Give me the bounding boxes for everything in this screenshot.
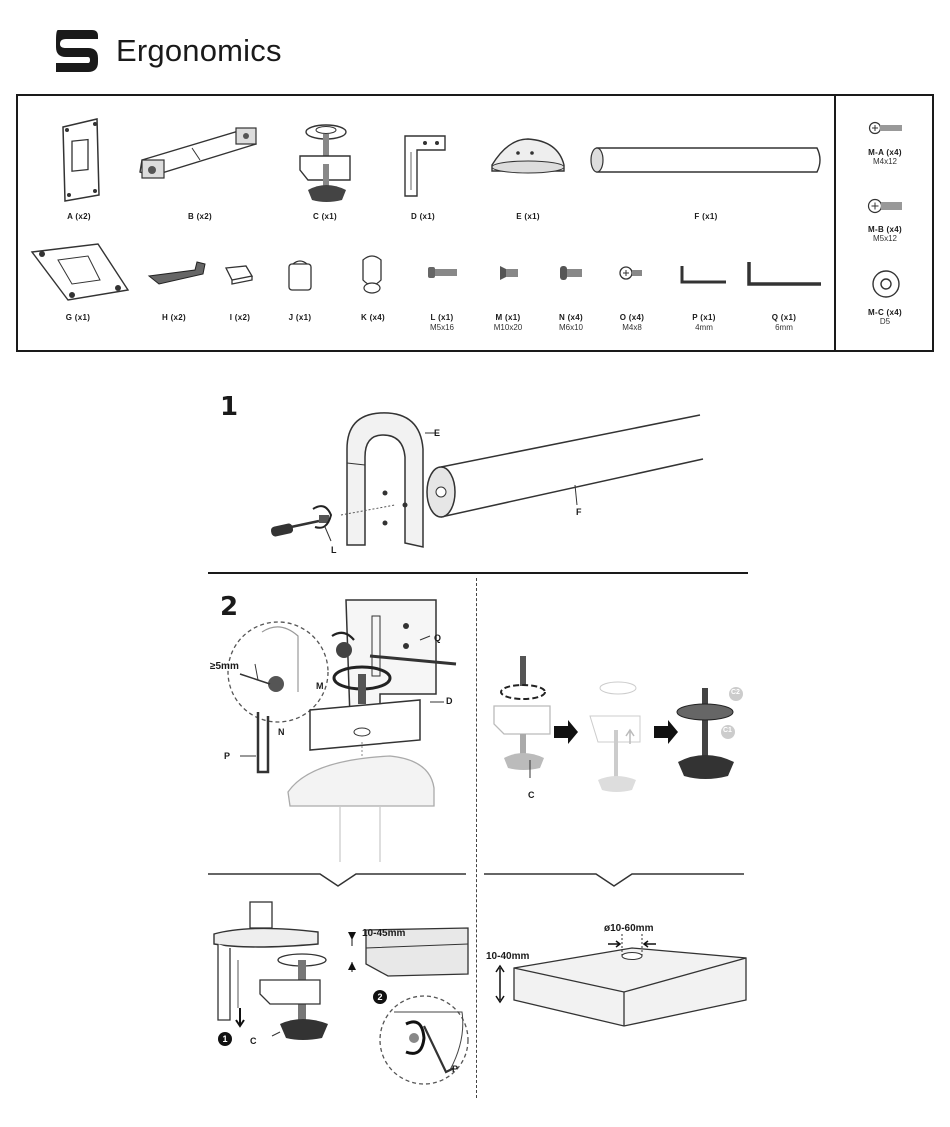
part-q-spec: 6mm	[744, 323, 824, 332]
part-o-label: O (x4)	[592, 313, 672, 322]
parts-divider	[834, 94, 836, 352]
part-h-hook	[145, 258, 215, 288]
brand-logo-icon	[52, 26, 102, 76]
part-q-label: Q (x1)	[744, 313, 824, 322]
part-ma-screw	[868, 120, 904, 136]
part-mb-screw	[868, 197, 904, 215]
step-3-substep-1-badge: 1	[218, 1032, 232, 1046]
step-1-callout-f: F	[576, 507, 582, 517]
part-mc-label: M-C (x4)	[845, 308, 925, 317]
part-a-vesa-plate	[55, 115, 105, 205]
part-ma-label: M-A (x4)	[845, 148, 925, 157]
step-3-grommet-illustration	[484, 930, 746, 1030]
step-1-number: 1	[220, 392, 238, 422]
part-j-clip	[283, 256, 318, 296]
step-2-right-illustration	[490, 650, 750, 800]
part-k-label: K (x4)	[333, 313, 413, 322]
part-i-cap	[222, 262, 257, 287]
step-3-hole-diameter: ø10-60mm	[604, 923, 653, 934]
part-q-hex-key	[745, 258, 825, 290]
part-f-label: F (x1)	[666, 212, 746, 221]
part-ma-spec: M4x12	[845, 157, 925, 166]
part-p-hex-key	[678, 262, 730, 288]
step-2-callout-m: M	[316, 681, 324, 691]
part-mc-spec: D5	[845, 317, 925, 326]
step-2-callout-d: D	[446, 696, 453, 706]
part-d-label: D (x1)	[383, 212, 463, 221]
section-chevron-lines	[208, 868, 748, 890]
step-2-callout-c1: C1	[723, 727, 732, 734]
part-e-base	[488, 135, 568, 180]
part-g-label: G (x1)	[38, 313, 118, 322]
part-e-label: E (x1)	[488, 212, 568, 221]
part-o-screw	[618, 264, 644, 282]
part-n-screw	[558, 264, 584, 282]
part-m-screw	[498, 264, 520, 282]
step-2-left-illustration	[220, 592, 470, 872]
part-l-screw	[426, 265, 461, 280]
step-3-clamp-thickness: 10-45mm	[362, 928, 405, 939]
step-3-callout-p: P	[452, 1064, 458, 1074]
part-mc-washer	[870, 268, 902, 300]
step-2-callout-c: C	[528, 790, 535, 800]
step-3-callout-c: C	[250, 1036, 257, 1046]
step-2-callout-p: P	[224, 751, 230, 761]
part-mb-spec: M5x12	[845, 234, 925, 243]
part-mb-label: M-B (x4)	[845, 225, 925, 234]
step-3-clamp-illustration	[210, 900, 472, 1085]
part-p-spec: 4mm	[664, 323, 744, 332]
brand-header: Ergonomics	[52, 26, 282, 76]
step-separator	[208, 572, 748, 574]
part-c-clamp	[290, 120, 360, 205]
step-3-grommet-thickness: 10-40mm	[486, 951, 529, 962]
step-2-callout-q: Q	[434, 633, 441, 643]
part-g-plate	[28, 240, 133, 305]
step-3-substep-2-badge: 2	[373, 990, 387, 1004]
part-k-cable-clip	[357, 250, 387, 300]
brand-name: Ergonomics	[116, 33, 282, 69]
step-2-callout-n: N	[278, 727, 285, 737]
part-d-bracket	[395, 130, 450, 200]
part-o-spec: M4x8	[592, 323, 672, 332]
part-j-label: J (x1)	[260, 313, 340, 322]
step-1-illustration	[255, 405, 715, 565]
step-2-callout-c2: C2	[731, 689, 740, 696]
part-a-label: A (x2)	[39, 212, 119, 221]
part-b-label: B (x2)	[160, 212, 240, 221]
part-f-pole	[585, 140, 825, 180]
step-1-callout-e: E	[434, 428, 440, 438]
part-b-arm	[132, 120, 267, 190]
part-p-label: P (x1)	[664, 313, 744, 322]
step-1-callout-l: L	[331, 545, 337, 555]
part-c-label: C (x1)	[285, 212, 365, 221]
column-divider	[476, 578, 477, 1098]
step-2-min-depth: ≥5mm	[210, 661, 239, 672]
